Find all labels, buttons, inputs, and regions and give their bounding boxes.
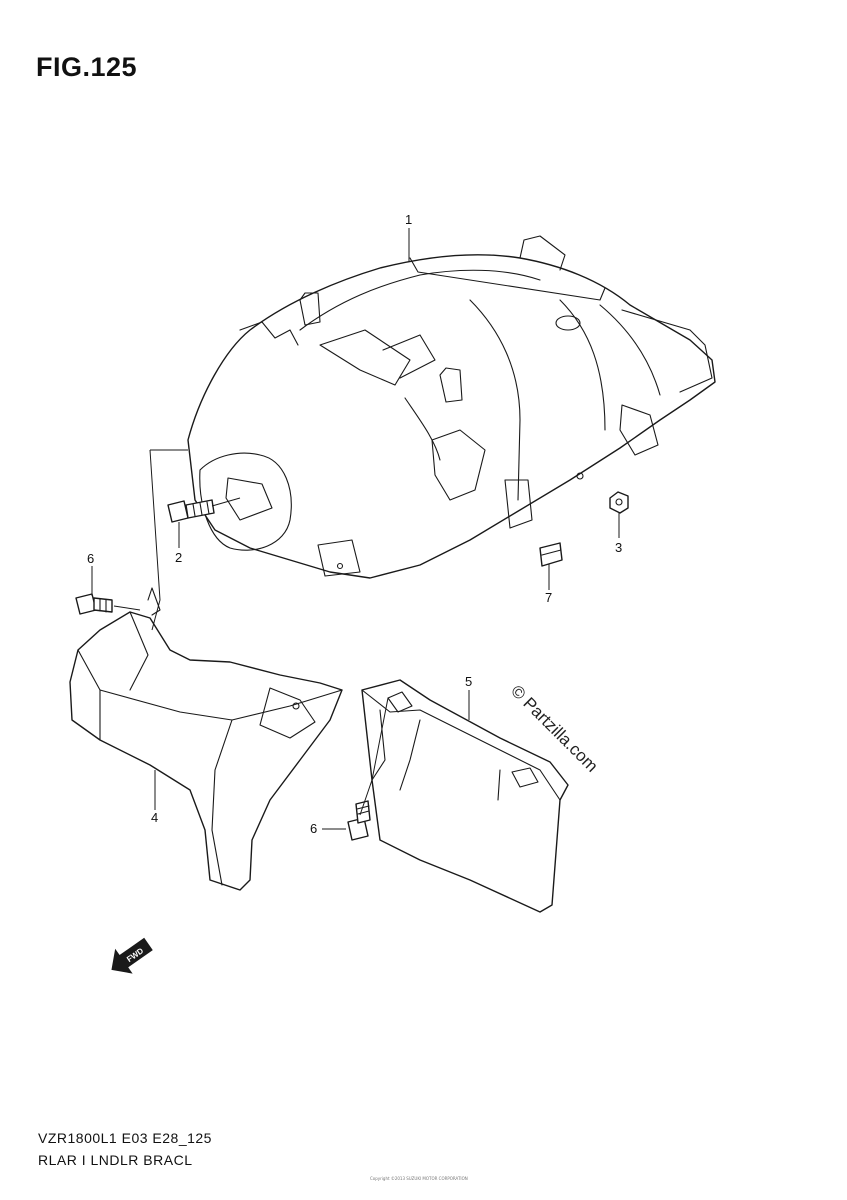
model-code: VZR1800L1 E03 E28_125 [38,1130,212,1146]
part-6-bolt-lower[interactable] [347,800,371,841]
assembly-reference-lines [113,449,389,816]
part-5-mudflap[interactable] [361,679,569,913]
fwd-arrow-icon: FWD [111,937,153,974]
callout-4: 4 [151,810,158,825]
callout-7: 7 [545,590,552,605]
part-3-nut[interactable] [609,491,629,514]
part-1-rear-fender[interactable] [187,235,716,579]
section-name: RLAR I LNDLR BRACL [38,1152,193,1168]
callout-leaders [91,228,620,830]
callout-2: 2 [175,550,182,565]
callout-5: 5 [465,674,472,689]
callout-3: 3 [615,540,622,555]
copyright-text: Copyright ©2013 SUZUKI MOTOR CORPORATION [370,1176,468,1181]
part-4-bracket-cover[interactable] [69,587,343,891]
part-7-clip[interactable] [539,542,563,567]
callout-1: 1 [405,212,412,227]
callout-6-upper: 6 [87,551,94,566]
figure-title: FIG.125 [36,52,138,82]
part-6-bolt-upper[interactable] [75,593,113,615]
part-2-bolt[interactable] [167,499,215,523]
callout-6-lower: 6 [310,821,317,836]
